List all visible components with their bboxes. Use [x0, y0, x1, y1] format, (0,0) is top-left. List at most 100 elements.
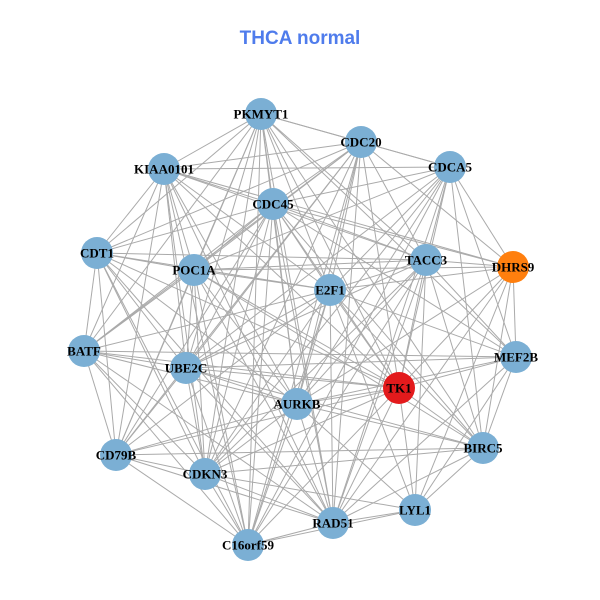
edge-CDC45-TACC3 [272, 203, 427, 261]
edge-TACC3-LYL1 [414, 259, 427, 511]
edge-TACC3-E2F1 [329, 259, 427, 291]
node-E2F1[interactable]: E2F1 [314, 274, 346, 306]
edge-MEF2B-BIRC5 [482, 356, 517, 449]
node-label: KIAA0101 [134, 162, 194, 177]
edge-BIRC5-CDKN3 [204, 447, 484, 475]
node-label: AURKB [274, 397, 321, 412]
edge-MEF2B-UBE2C [185, 356, 517, 369]
node-label: RAD51 [312, 516, 353, 531]
node-label: CD79B [96, 448, 137, 463]
edge-CDC20-TK1 [360, 141, 400, 389]
node-label: TACC3 [405, 253, 448, 268]
edge-TACC3-TK1 [398, 259, 427, 389]
node-circle[interactable] [281, 388, 313, 420]
node-circle[interactable] [245, 98, 277, 130]
edge-E2F1-MEF2B [329, 289, 517, 358]
node-KIAA0101[interactable]: KIAA0101 [134, 153, 194, 185]
edge-CDC45-DHRS9 [272, 203, 514, 268]
edge-CDCA5-MEF2B [449, 166, 517, 358]
edge-BATF-RAD51 [83, 350, 334, 524]
edge-CDCA5-RAD51 [332, 166, 451, 524]
edge-E2F1-CD79B [115, 289, 331, 456]
node-CDCA5[interactable]: CDCA5 [428, 151, 473, 183]
edge-UBE2C-BIRC5 [185, 367, 484, 449]
edge-E2F1-TK1 [329, 289, 400, 389]
node-label: POC1A [172, 263, 216, 278]
node-circle[interactable] [497, 251, 529, 283]
node-circle[interactable] [148, 153, 180, 185]
node-BATF[interactable]: BATF [67, 335, 101, 367]
edge-CDCA5-TK1 [398, 166, 451, 389]
node-label: E2F1 [315, 283, 345, 298]
node-DHRS9[interactable]: DHRS9 [492, 251, 535, 283]
node-CDT1[interactable]: CDT1 [80, 237, 114, 269]
node-CDKN3[interactable]: CDKN3 [183, 458, 228, 490]
node-circle[interactable] [257, 188, 289, 220]
node-TACC3[interactable]: TACC3 [405, 244, 448, 276]
edge-E2F1-RAD51 [329, 289, 334, 524]
edge-CDC45-AURKB [272, 203, 298, 405]
edge-KIAA0101-TACC3 [163, 168, 427, 261]
node-circle[interactable] [345, 126, 377, 158]
node-circle[interactable] [383, 372, 415, 404]
edge-KIAA0101-CDKN3 [163, 168, 206, 475]
edge-AURKB-C16orf59 [247, 403, 298, 546]
node-CD79B[interactable]: CD79B [96, 439, 137, 471]
node-LYL1[interactable]: LYL1 [399, 494, 431, 526]
node-AURKB[interactable]: AURKB [274, 388, 321, 420]
node-label: UBE2C [165, 361, 208, 376]
node-circle[interactable] [410, 244, 442, 276]
node-MEF2B[interactable]: MEF2B [494, 341, 538, 373]
node-label: BIRC5 [463, 441, 503, 456]
node-circle[interactable] [314, 274, 346, 306]
node-label: CDC20 [340, 135, 381, 150]
node-circle[interactable] [178, 254, 210, 286]
node-circle[interactable] [467, 432, 499, 464]
edge-PKMYT1-E2F1 [260, 113, 331, 291]
edge-CDCA5-E2F1 [329, 166, 451, 291]
edge-CDC20-DHRS9 [360, 141, 514, 268]
node-circle[interactable] [317, 507, 349, 539]
edge-DHRS9-E2F1 [329, 266, 514, 291]
node-POC1A[interactable]: POC1A [172, 254, 216, 286]
edge-CDT1-TACC3 [96, 252, 427, 261]
edge-KIAA0101-UBE2C [163, 168, 187, 369]
node-label: MEF2B [494, 350, 538, 365]
node-RAD51[interactable]: RAD51 [312, 507, 354, 539]
node-circle[interactable] [232, 529, 264, 561]
edge-UBE2C-TK1 [185, 367, 400, 389]
node-UBE2C[interactable]: UBE2C [165, 352, 208, 384]
node-circle[interactable] [399, 494, 431, 526]
edge-TK1-AURKB [296, 387, 400, 405]
node-CDC20[interactable]: CDC20 [340, 126, 382, 158]
node-label: CDT1 [80, 246, 114, 261]
node-C16orf59[interactable]: C16orf59 [222, 529, 274, 561]
edge-CDC20-CDKN3 [204, 141, 362, 475]
edge-DHRS9-LYL1 [414, 266, 514, 511]
edge-UBE2C-AURKB [185, 367, 298, 405]
edge-CDC20-CDC45 [272, 141, 362, 205]
edge-POC1A-BATF [83, 269, 195, 352]
edge-UBE2C-CD79B [115, 367, 187, 456]
node-circle[interactable] [189, 458, 221, 490]
node-circle[interactable] [81, 237, 113, 269]
node-TK1[interactable]: TK1 [383, 372, 415, 404]
edge-MEF2B-RAD51 [332, 356, 517, 524]
node-circle[interactable] [434, 151, 466, 183]
node-BIRC5[interactable]: BIRC5 [463, 432, 503, 464]
edge-UBE2C-RAD51 [185, 367, 334, 524]
edge-KIAA0101-CD79B [115, 168, 165, 456]
node-circle[interactable] [500, 341, 532, 373]
node-label: C16orf59 [222, 538, 274, 553]
node-PKMYT1[interactable]: PKMYT1 [234, 98, 289, 130]
node-circle[interactable] [100, 439, 132, 471]
edge-CD79B-RAD51 [115, 454, 334, 524]
edge-POC1A-TK1 [193, 269, 400, 389]
edge-CDCA5-POC1A [193, 166, 451, 271]
edge-CDC45-POC1A [193, 203, 274, 271]
node-circle[interactable] [68, 335, 100, 367]
node-label: BATF [67, 344, 101, 359]
node-CDC45[interactable]: CDC45 [252, 188, 294, 220]
node-circle[interactable] [170, 352, 202, 384]
